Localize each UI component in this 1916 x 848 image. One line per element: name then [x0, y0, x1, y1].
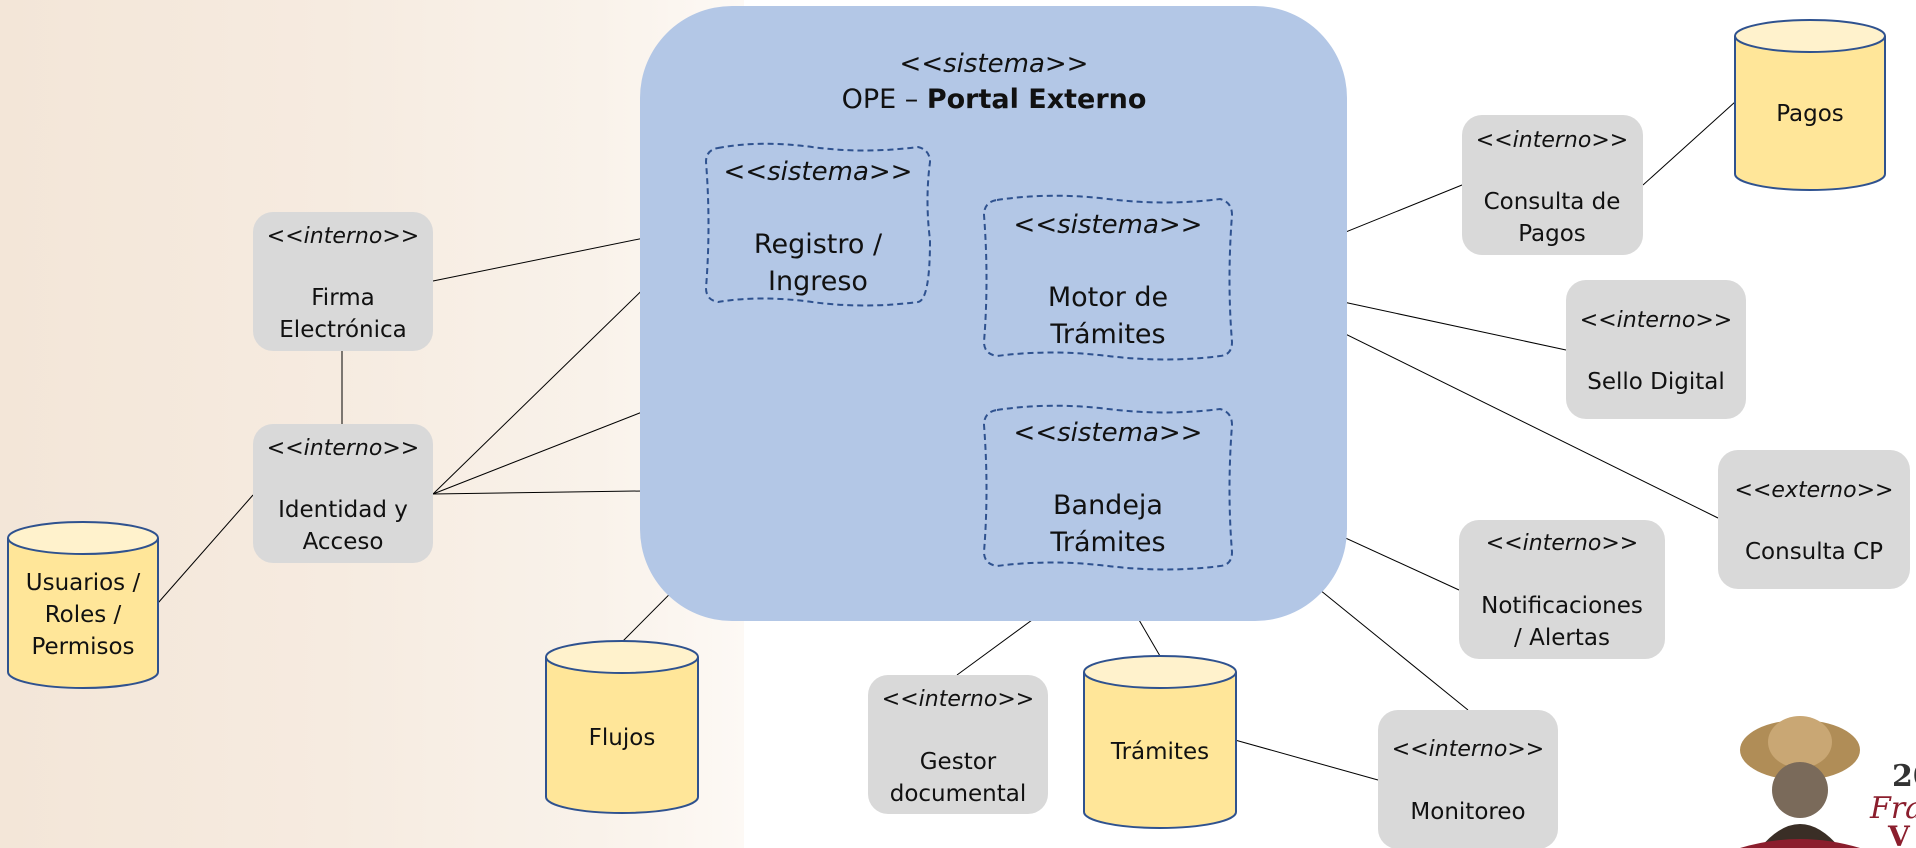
identidad-stereotype: <<interno>> [267, 436, 419, 461]
sello-digital-box [1566, 280, 1746, 419]
flujos-database-icon [545, 640, 699, 814]
firma-stereotype: <<interno>> [267, 224, 419, 249]
motor-stereotype: <<sistema>> [1014, 210, 1203, 240]
flujos-label: Flujos [589, 725, 656, 751]
connector-consulta-pagos-pagos [1642, 101, 1736, 186]
connector-portal-monitoreo [1319, 589, 1469, 711]
consulta-pagos-label-2: Pagos [1518, 221, 1586, 247]
pagos-label: Pagos [1776, 101, 1844, 127]
tramites-label: Trámites [1110, 739, 1209, 765]
pagos-database-icon [1734, 19, 1886, 191]
consulta-cp-stereotype: <<externo>> [1735, 478, 1894, 503]
notificaciones-label-1: Notificaciones [1481, 593, 1643, 619]
portal-title-prefix: OPE – [842, 84, 927, 115]
registro-stereotype: <<sistema>> [724, 157, 913, 187]
registro-label-2: Ingreso [768, 266, 868, 297]
gestor-label-1: Gestor [920, 749, 997, 775]
notificaciones-box [1459, 520, 1665, 659]
consulta-pagos-box [1462, 115, 1643, 255]
portal-title: OPE – Portal Externo [842, 84, 1147, 115]
consulta-cp-label-1: Consulta CP [1745, 539, 1883, 565]
gestor-label-2: documental [890, 781, 1027, 807]
identidad-label-2: Acceso [303, 529, 384, 555]
portal-title-bold: Portal Externo [927, 84, 1147, 115]
consulta-pagos-label-1: Consulta de [1484, 189, 1621, 215]
motor-tramites-box [982, 194, 1234, 361]
bandeja-stereotype: <<sistema>> [1014, 418, 1203, 448]
monitoreo-label-1: Monitoreo [1410, 799, 1525, 825]
portal-stereotype: <<sistema>> [900, 49, 1089, 79]
monitoreo-stereotype: <<interno>> [1392, 737, 1544, 762]
logo-script-fragment-2: V [1887, 820, 1911, 848]
usuarios-label-1: Usuarios / [26, 570, 141, 596]
firma-label-2: Electrónica [279, 317, 406, 343]
gestor-stereotype: <<interno>> [882, 687, 1034, 712]
bandeja-tramites-box [982, 404, 1234, 571]
firma-label-1: Firma [311, 285, 375, 311]
tramites-database-icon [1083, 655, 1237, 829]
gestor-documental-box [868, 675, 1048, 814]
consulta-pagos-stereotype: <<interno>> [1476, 128, 1628, 153]
notificaciones-stereotype: <<interno>> [1486, 531, 1638, 556]
notificaciones-label-2: / Alertas [1514, 625, 1610, 651]
logo-script-fragment: Fra [1869, 791, 1916, 826]
firma-electronica-box [253, 212, 433, 351]
registro-label-1: Registro / [754, 229, 883, 260]
bandeja-label-2: Trámites [1049, 527, 1165, 558]
usuarios-database-icon [7, 521, 159, 689]
motor-label-1: Motor de [1048, 282, 1168, 313]
usuarios-label-3: Permisos [31, 634, 134, 660]
connector-tramites-monitoreo [1234, 739, 1379, 781]
bandeja-label-1: Bandeja [1053, 490, 1163, 521]
sello-label-1: Sello Digital [1587, 369, 1725, 395]
registro-ingreso-box [704, 142, 932, 307]
sello-stereotype: <<interno>> [1580, 308, 1732, 333]
identidad-label-1: Identidad y [278, 497, 408, 523]
monitoreo-box [1378, 710, 1558, 848]
identidad-acceso-box [253, 424, 433, 563]
consulta-cp-box [1718, 450, 1910, 589]
connector-usuarios-identidad [157, 494, 254, 604]
motor-label-2: Trámites [1049, 319, 1165, 350]
portrait-logo-icon [1740, 716, 1860, 848]
usuarios-label-2: Roles / [45, 602, 122, 628]
logo-partial-text: 20 [1892, 759, 1916, 794]
